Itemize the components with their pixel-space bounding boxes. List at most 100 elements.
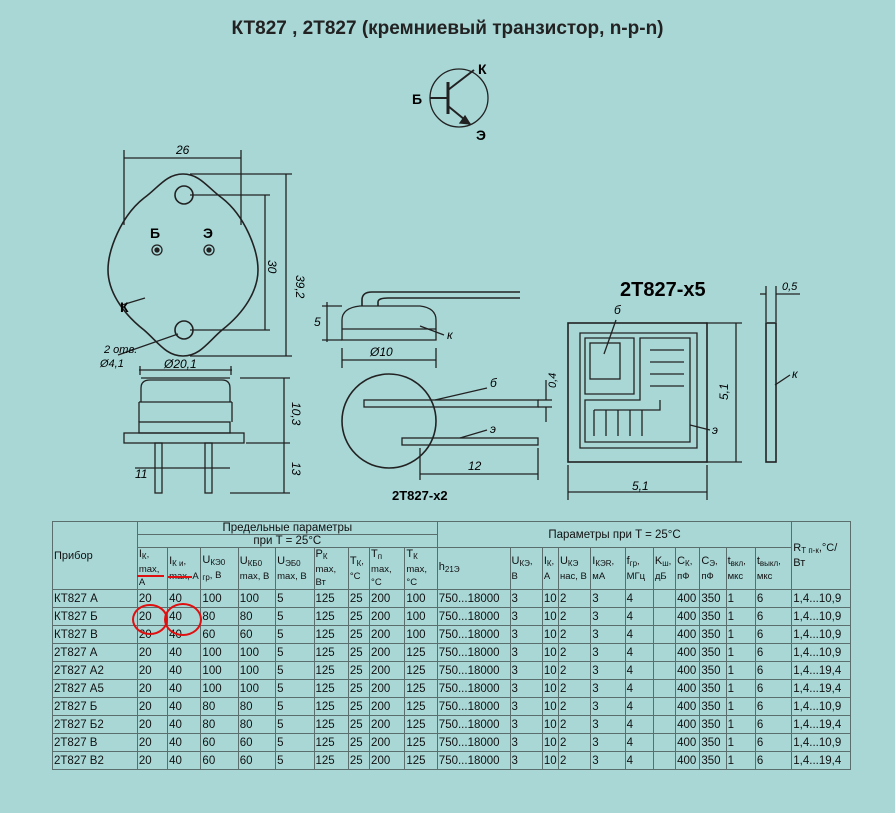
mini-case-view <box>322 291 552 480</box>
table-cell: 100 <box>200 679 239 698</box>
pin-label-collector: К <box>478 61 487 77</box>
table-cell: 80 <box>200 607 239 626</box>
table-cell: 80 <box>237 715 277 734</box>
header-sub: 21Э <box>444 565 460 574</box>
header-main: U <box>202 553 211 566</box>
header-sub: К <box>356 558 362 568</box>
table-cell: 1 <box>725 751 756 770</box>
table-cell: 2 <box>557 589 592 608</box>
dim-height-total: 39,2 <box>293 275 307 299</box>
table-cell: 80 <box>237 607 277 626</box>
table-cell: 40 <box>167 697 202 716</box>
table-cell: 60 <box>237 625 277 644</box>
header-sub: КЭ0 гр <box>202 557 226 582</box>
header-main: T <box>406 548 414 561</box>
table-cell: 1 <box>725 715 756 734</box>
header-sub: К <box>322 552 328 561</box>
header-sub: К и <box>172 558 184 568</box>
dim-height-side: 10,3 <box>289 402 303 426</box>
table-cell: 1 <box>725 697 756 716</box>
header-col-5: PК max, Вт <box>313 547 349 590</box>
table-cell: 3 <box>509 715 543 734</box>
table-cell: 1 <box>725 589 756 608</box>
table-cell: 2 <box>557 661 592 680</box>
table-cell: 20 <box>136 715 169 734</box>
header-col-1: IК и, max, А <box>167 547 202 590</box>
table-cell: 400 <box>675 733 701 752</box>
table-cell: 5 <box>275 643 315 662</box>
device-name-cell: 2Т827 В2 <box>52 751 138 770</box>
dim-diam: Ø20,1 <box>163 357 197 371</box>
header-sub: КБ0 <box>247 558 263 568</box>
table-cell: 60 <box>237 751 277 770</box>
header-unit: max, Вт <box>315 564 337 588</box>
header-sub: К <box>141 552 147 561</box>
header-col-11: IК, А <box>541 547 559 590</box>
table-cell: 125 <box>313 697 349 716</box>
header-limits-group: Предельные параметры <box>136 521 438 535</box>
rth-unit: ,°C/Вт <box>793 542 838 569</box>
header-unit: , мкс <box>756 555 781 582</box>
table-cell: 5 <box>275 625 315 644</box>
table-cell: 20 <box>136 697 169 716</box>
table-cell: 6 <box>754 679 793 698</box>
table-cell: 2 <box>557 697 592 716</box>
table-cell: 100 <box>200 643 239 662</box>
table-cell: 400 <box>675 643 701 662</box>
header-main: T <box>349 554 357 567</box>
table-cell: 3 <box>590 625 626 644</box>
device-name-cell: 2Т827 Б <box>52 697 138 716</box>
table-cell: 125 <box>313 733 349 752</box>
header-sub: КЭ <box>567 558 579 568</box>
table-cell: 60 <box>200 751 239 770</box>
table-cell: 350 <box>699 679 727 698</box>
header-sub: К <box>685 558 690 568</box>
table-cell <box>652 715 677 734</box>
header-limits-sub: при T = 25°C <box>136 534 438 548</box>
table-cell: 80 <box>200 715 239 734</box>
table-cell: 4 <box>624 697 654 716</box>
header-unit: max, В <box>277 570 307 582</box>
header-unit: max, °С <box>406 564 427 588</box>
table-cell: 5 <box>275 733 315 752</box>
mini-dim-height: 5 <box>314 315 321 329</box>
table-cell: 3 <box>509 625 543 644</box>
table-cell: 40 <box>167 679 202 698</box>
header-unit: , мА <box>592 555 615 582</box>
table-cell: 200 <box>369 643 406 662</box>
header-rth: RТ п-к,°C/Вт <box>791 521 851 590</box>
table-cell: 60 <box>237 733 277 752</box>
header-sub: КЭ <box>519 558 530 568</box>
table-cell: 4 <box>624 607 654 626</box>
table-cell: 4 <box>624 589 654 608</box>
table-cell: 20 <box>136 679 169 698</box>
pin-label-emitter: Э <box>476 127 486 143</box>
header-main: P <box>315 548 323 561</box>
table-cell: 10 <box>541 697 559 716</box>
table-cell: 4 <box>624 643 654 662</box>
annotation-underline-ik <box>137 575 164 577</box>
table-cell: 200 <box>369 679 406 698</box>
table-cell: 400 <box>675 589 701 608</box>
table-cell: 10 <box>541 679 559 698</box>
table-cell: 1,4...10,9 <box>791 733 851 752</box>
table-cell: 3 <box>590 733 626 752</box>
table-cell: 1 <box>725 643 756 662</box>
transistor-drawing: Б К Э Б Э 26 39,2 30 К 2 отв. Ø4,1 Ø20,1… <box>99 61 800 503</box>
table-cell <box>652 751 677 770</box>
table-cell: 1 <box>725 625 756 644</box>
table-cell: 750...18000 <box>436 607 511 626</box>
rth-sub: Т п-к <box>801 546 819 555</box>
header-main: I <box>592 554 596 567</box>
table-cell: 750...18000 <box>436 589 511 608</box>
table-cell: 125 <box>313 607 349 626</box>
table-cell: 20 <box>136 589 169 608</box>
table-cell: 40 <box>167 661 202 680</box>
header-col-15: Kш, дБ <box>652 547 677 590</box>
table-cell <box>652 733 677 752</box>
table-cell: 40 <box>167 589 202 608</box>
